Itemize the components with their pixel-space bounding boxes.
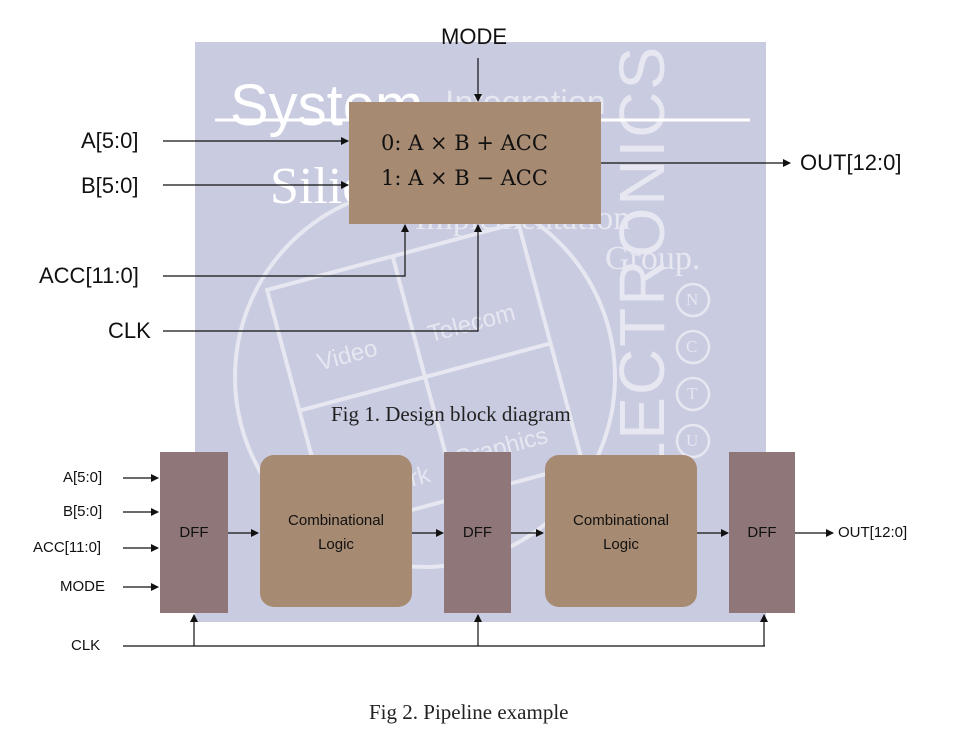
mac-formula-sub: 1: A × B − ACC (381, 166, 548, 190)
fig1-a-label: A[5:0] (81, 128, 139, 153)
fig2-clk-label: CLK (71, 637, 101, 654)
comb-logic-2 (545, 455, 697, 607)
watermark-badge-n: N (686, 290, 699, 309)
clk-wire (163, 224, 482, 332)
fig1-out-label: OUT[12:0] (800, 150, 902, 175)
fig2-caption: Fig 2. Pipeline example (369, 700, 569, 724)
watermark-logo-graphic (215, 118, 750, 569)
fig2-b-label: B[5:0] (63, 503, 103, 520)
fig2-acc-label: ACC[11:0] (33, 539, 102, 556)
watermark-badge-t: T (687, 384, 698, 403)
dff-stage-1 (160, 452, 228, 613)
watermark-badge-c: C (686, 337, 698, 356)
comb-logic-2-label-line2: Logic (603, 536, 639, 553)
dff-stage-3 (729, 452, 795, 613)
dff-stage-1-label: DFF (179, 524, 209, 541)
fig1-acc-label: ACC[11:0] (39, 263, 139, 288)
watermark-badge-u: U (686, 431, 699, 450)
comb-logic-2-label-line1: Combinational (573, 512, 669, 529)
fig1-clk-label: CLK (108, 318, 151, 343)
fig1-mode-label: MODE (441, 24, 507, 49)
mac-formula-add: 0: A × B + ACC (381, 131, 548, 155)
comb-logic-1-label-line2: Logic (318, 536, 354, 553)
acc-wire (163, 224, 409, 277)
comb-logic-1-label-line1: Combinational (288, 512, 384, 529)
dff-stage-2-label: DFF (462, 524, 493, 541)
fig1-caption: Fig 1. Design block diagram (331, 402, 571, 426)
dff-stage-2 (444, 452, 511, 613)
dff-stage-3-label: DFF (747, 524, 777, 541)
fig2-out-label: OUT[12:0] (838, 524, 908, 541)
comb-logic-1 (260, 455, 412, 607)
fig1-b-label: B[5:0] (81, 173, 139, 198)
mac-block (349, 102, 601, 224)
fig2-a-label: A[5:0] (63, 469, 103, 486)
fig2-mode-label: MODE (60, 578, 105, 595)
watermark-group-text: Group. (605, 240, 701, 277)
